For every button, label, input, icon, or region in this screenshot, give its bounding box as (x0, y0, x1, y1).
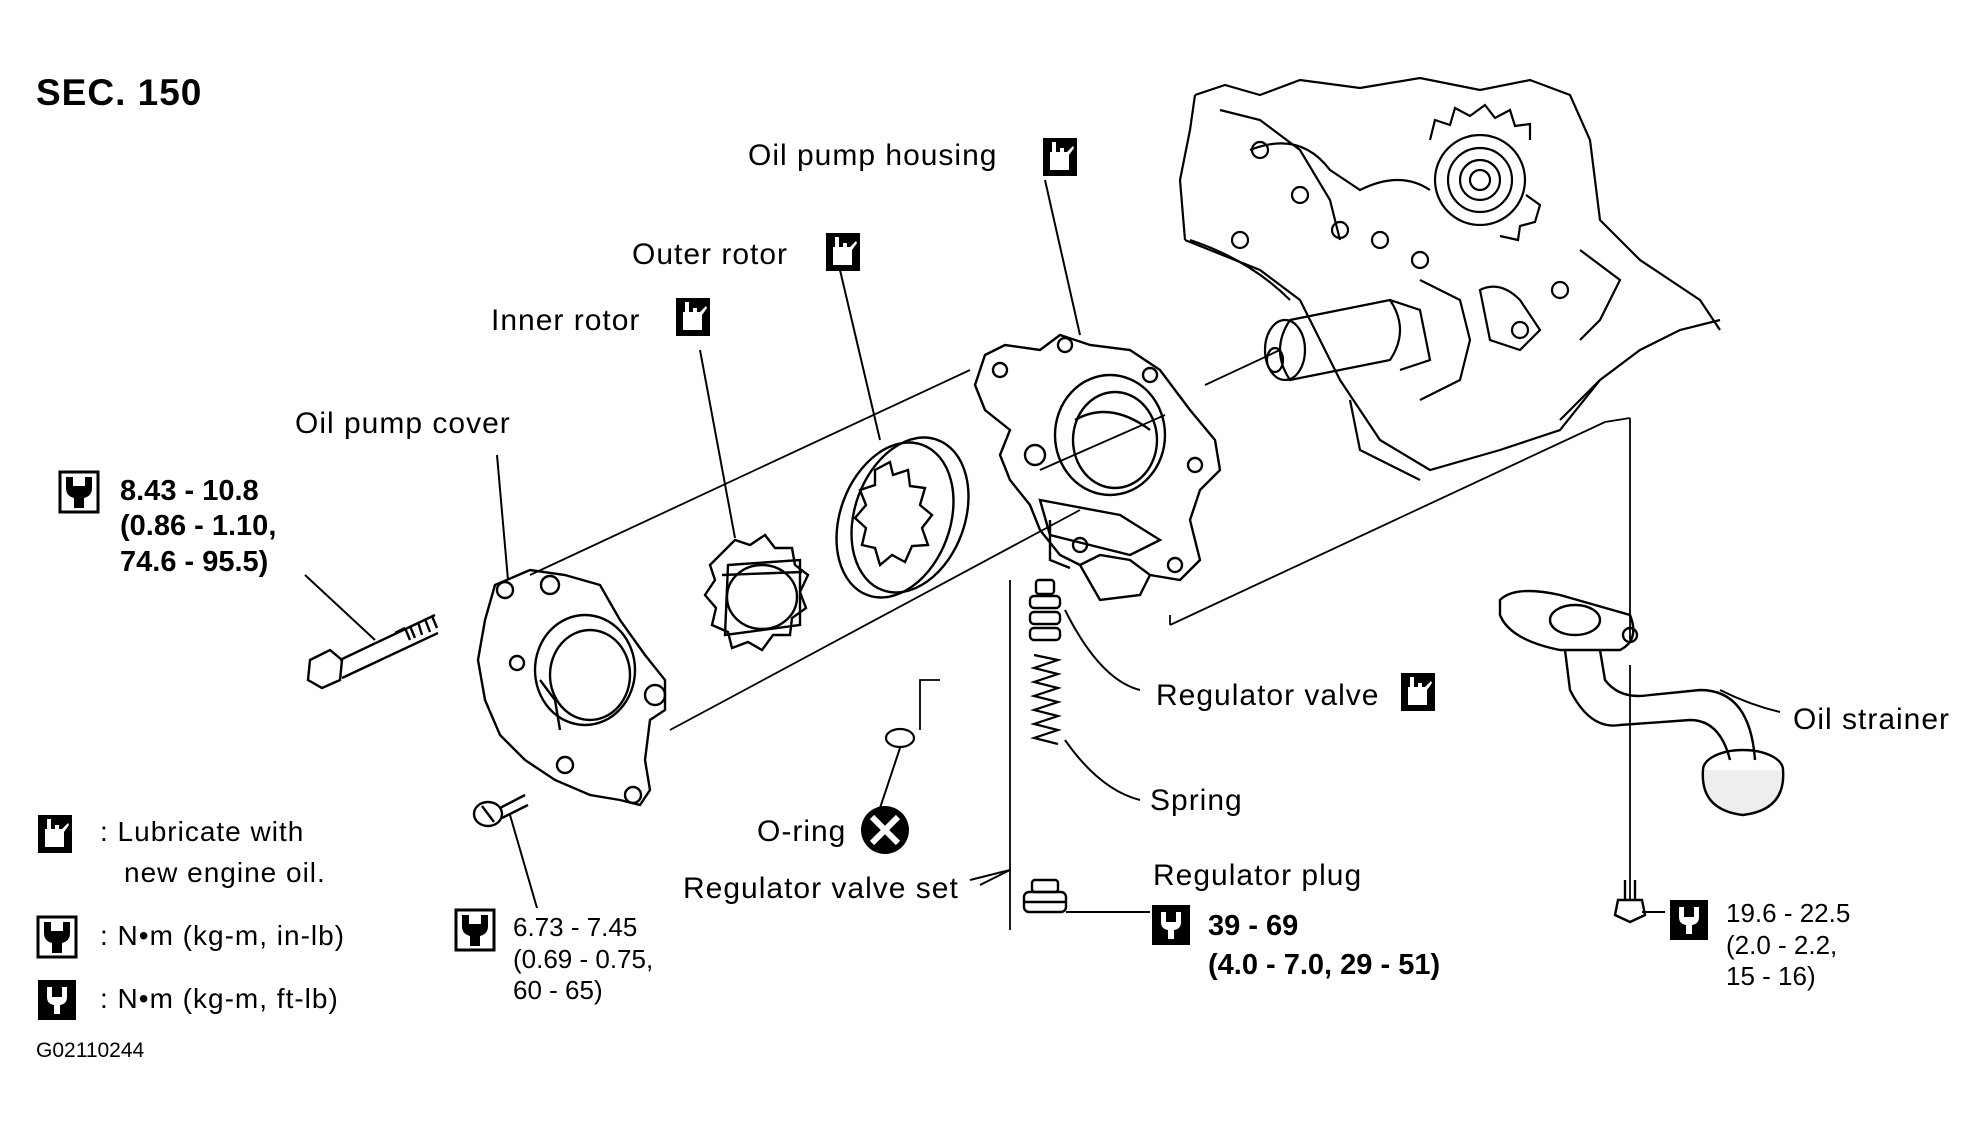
oil-can-icon (676, 298, 710, 336)
oil-pump-housing (973, 333, 1222, 602)
oil-can-icon (1043, 138, 1077, 176)
regulator-valve-label: Regulator valve (1156, 679, 1380, 712)
oil-strainer (1498, 589, 1785, 817)
legend-lubricate-line2: new engine oil. (124, 857, 326, 888)
torque-in-lb-icon (36, 915, 78, 959)
torque-nm: 8.43 - 10.8 (120, 475, 259, 507)
oil-strainer-label: Oil strainer (1793, 703, 1951, 736)
torque-kgm: (0.69 - 0.75, (513, 943, 654, 974)
torque-in-lb-icon (58, 470, 100, 514)
cover-screw (472, 793, 529, 828)
regulator-valve-set-label: Regulator valve set (683, 872, 959, 905)
regulator-plug-label: Regulator plug (1153, 859, 1363, 892)
engine-block (1178, 76, 1721, 481)
regulator-valve (1028, 578, 1062, 642)
cover-bolt (306, 613, 439, 690)
strainer-bolt (1613, 880, 1647, 924)
torque-kgm-ftlb: (4.0 - 7.0, 29 - 51) (1208, 949, 1441, 982)
legend-ft-lb: : N•m (kg-m, ft-lb) (100, 983, 339, 1014)
section-title: SEC. 150 (36, 72, 203, 113)
inner-rotor (703, 533, 810, 652)
cover-screw-torque: 6.73 - 7.45 (0.69 - 0.75, 60 - 65) (513, 912, 653, 1007)
regulator-plug (1022, 878, 1068, 914)
oil-pump-cover-label: Oil pump cover (295, 407, 511, 440)
spring-label: Spring (1150, 784, 1243, 817)
leader-lines (304, 179, 1781, 913)
replace-x-icon (861, 806, 909, 854)
o-ring (884, 727, 916, 749)
torque-ft-lb-icon (1670, 900, 1708, 940)
torque-inlb: 60 - 65) (513, 975, 603, 1006)
torque-ft-lb-icon (1152, 905, 1190, 945)
torque-kgm: (2.0 - 2.2, (1726, 929, 1838, 960)
oil-can-icon (826, 233, 860, 271)
figure-id: G02110244 (36, 1039, 145, 1062)
torque-nm: 6.73 - 7.45 (513, 912, 638, 942)
torque-kgm: (0.86 - 1.10, (120, 510, 277, 543)
spring (1030, 653, 1063, 746)
o-ring-label: O-ring (757, 815, 847, 848)
inner-rotor-label: Inner rotor (491, 304, 641, 337)
torque-ft-lb-icon (38, 980, 76, 1020)
legend-lubricate-line1: : Lubricate with (100, 816, 305, 847)
legend-in-lb: : N•m (kg-m, in-lb) (100, 920, 346, 951)
outer-rotor-label: Outer rotor (632, 238, 789, 271)
torque-ftlb: 15 - 16) (1726, 961, 1816, 992)
oil-pump-cover (476, 568, 667, 807)
oil-can-icon (38, 815, 72, 853)
torque-nm: 39 - 69 (1208, 910, 1299, 942)
regulator-plug-torque: 39 - 69 (4.0 - 7.0, 29 - 51) (1208, 907, 1440, 985)
assembly-guide-lines (529, 349, 1631, 930)
torque-in-lb-icon (454, 908, 496, 952)
strainer-bolt-torque: 19.6 - 22.5 (2.0 - 2.2, 15 - 16) (1726, 898, 1850, 993)
torque-nm: 19.6 - 22.5 (1726, 898, 1851, 928)
cover-bolt-torque: 8.43 - 10.8 (0.86 - 1.10, 74.6 - 95.5) (120, 474, 276, 580)
torque-inlb: 74.6 - 95.5) (120, 545, 269, 578)
oil-pump-housing-label: Oil pump housing (748, 139, 998, 172)
outer-rotor (835, 436, 970, 599)
oil-can-icon (1401, 673, 1435, 711)
